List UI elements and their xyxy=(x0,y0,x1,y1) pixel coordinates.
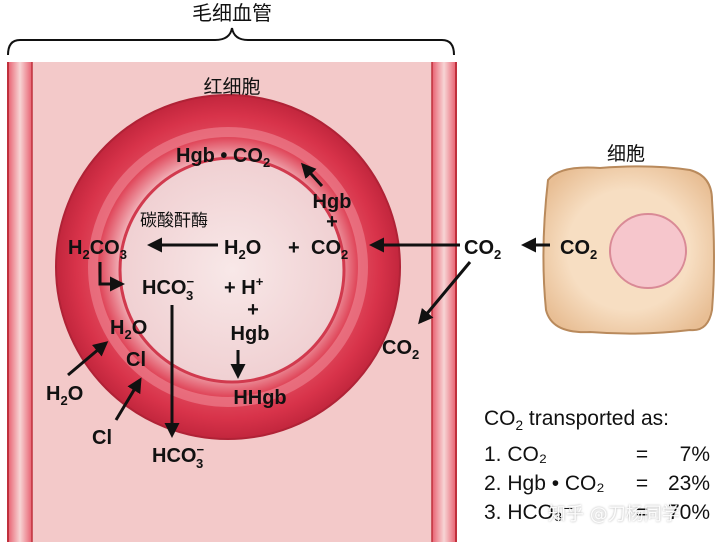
transport-legend: CO2 transported as: 1. CO₂ = 7% 2. Hgb •… xyxy=(484,404,714,527)
plus-h-label: + H+ xyxy=(224,274,264,299)
watermark: 知乎 @刀杨同学 xyxy=(548,504,680,525)
cl-in-label: Cl xyxy=(126,349,146,371)
species-labels: Hgb • CO2 Hgb + CO2 H2O + H2CO3 HCO−3 + … xyxy=(46,145,597,471)
cell-label: 细胞 xyxy=(607,143,645,165)
legend-row-pct: 7% xyxy=(679,443,710,467)
arrow-hgb-up xyxy=(300,162,324,188)
legend-title: CO2 transported as: xyxy=(484,407,670,434)
hco3-out-label: HCO−3 xyxy=(152,442,204,471)
arrow-h2o-in xyxy=(67,341,109,377)
red-blood-cell xyxy=(55,94,401,440)
plus-mid-label: + xyxy=(288,237,300,259)
legend-row-pct: 23% xyxy=(667,472,710,496)
hgb-bottom-label: Hgb xyxy=(231,323,270,345)
capillary-brace xyxy=(7,27,455,56)
h2o-center-label: H2O xyxy=(224,237,261,262)
co2-rbc-label: CO2 xyxy=(311,237,348,262)
cl-out-label: Cl xyxy=(92,427,112,449)
legend-row: 2. Hgb • CO₂ = 23% xyxy=(484,469,714,498)
tissue-cell xyxy=(542,165,715,335)
plus-below-h-label: + xyxy=(247,299,259,321)
hco3-in-label: HCO−3 xyxy=(142,274,194,303)
legend-row-eq: = xyxy=(635,472,649,496)
legend-row-label: 1. CO₂ xyxy=(484,443,547,467)
plus-top-label: + xyxy=(326,211,338,233)
legend-row-label: 3. HCO₃⁻ xyxy=(484,501,574,525)
arrow-h2co3-to-hco3 xyxy=(98,262,125,292)
co2-cell-label: CO2 xyxy=(560,237,597,262)
enzyme-label: 碳酸酐酶 xyxy=(140,211,208,231)
nucleus xyxy=(609,213,687,289)
rbc-label: 红细胞 xyxy=(203,76,260,98)
h2co3-label: H2CO3 xyxy=(68,237,127,262)
reaction-arrows xyxy=(67,162,550,438)
arrow-co2-down xyxy=(418,261,472,325)
legend-row: 3. HCO₃⁻ = 70% xyxy=(484,498,714,527)
hgb-co2-label: Hgb • CO2 xyxy=(176,145,270,170)
hgb-top-label: Hgb xyxy=(313,191,352,213)
arrow-cl-in xyxy=(114,377,142,421)
hhgb-label: HHgb xyxy=(233,387,286,409)
legend-row: 1. CO₂ = 7% xyxy=(484,440,714,469)
legend-row-label: 2. Hgb • CO₂ xyxy=(484,472,605,496)
co2-down-label: CO2 xyxy=(382,337,419,362)
h2o-out-label: H2O xyxy=(46,383,83,408)
legend-row-eq: = xyxy=(635,443,649,467)
legend-row-eq: = xyxy=(635,501,649,525)
legend-row-pct: 70% xyxy=(667,501,710,525)
co2-plasma-label: CO2 xyxy=(464,237,501,262)
h2o-in-label: H2O xyxy=(110,317,147,342)
capillary-label: 毛细血管 xyxy=(192,1,272,25)
